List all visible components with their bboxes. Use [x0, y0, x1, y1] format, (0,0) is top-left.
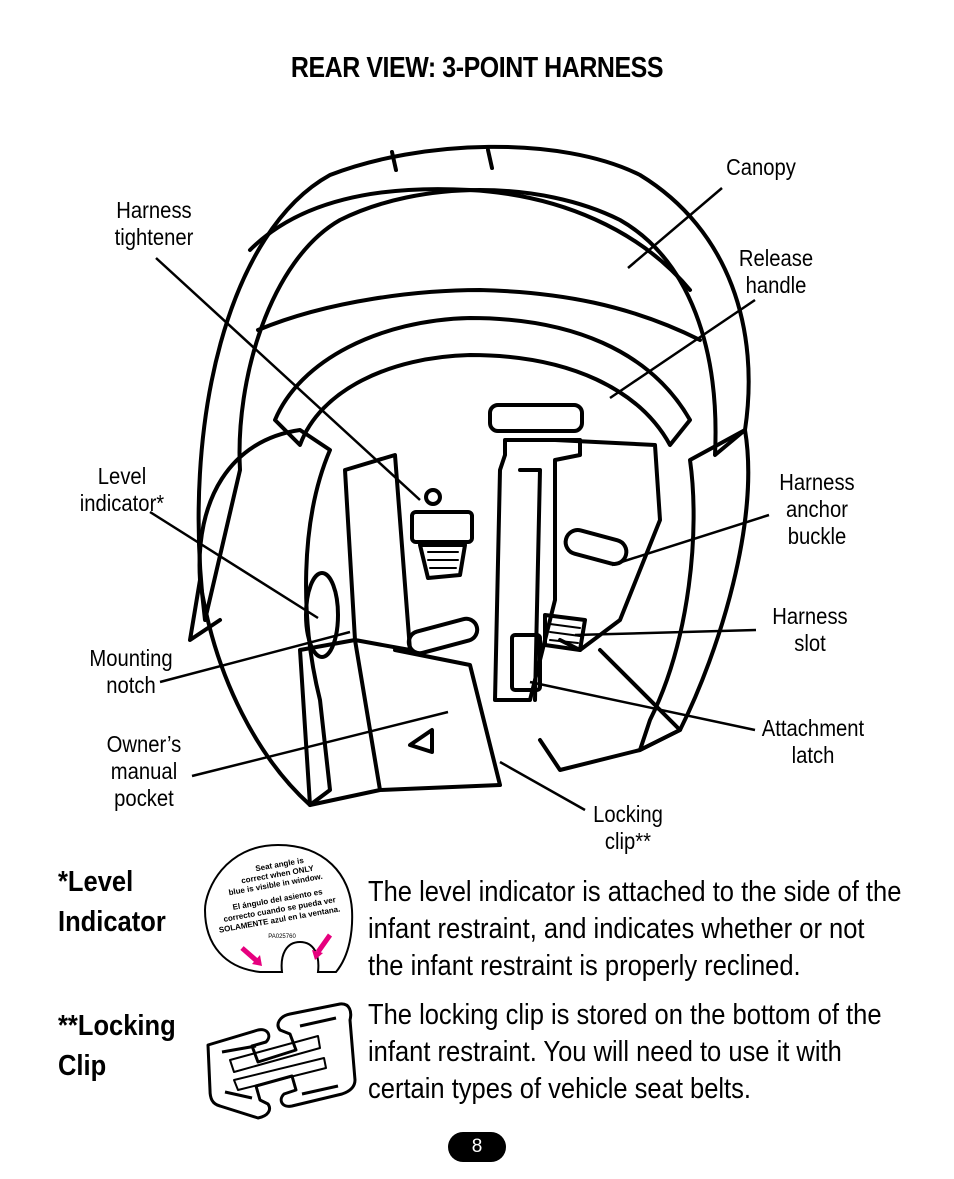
center-divider-shape	[493, 438, 582, 702]
level-indicator-sticker: Seat angle is correct when ONLY blue is …	[203, 843, 354, 973]
harness-slot-left-shape	[406, 616, 480, 656]
level-indicator-heading: *Level Indicator	[58, 866, 166, 938]
sticker-code: PA025760	[268, 934, 296, 940]
callout-harness-slot: Harness slot	[772, 603, 848, 656]
level-indicator-disc	[304, 571, 340, 659]
callout-level-indicator: Level indicator*	[79, 463, 165, 516]
callout-release-handle: Release handle	[738, 245, 814, 298]
callout-harness-anchor-buckle: Harness anchor buckle	[779, 469, 855, 549]
callout-mounting-notch: Mounting notch	[89, 645, 173, 698]
anchor-buckle-shape	[563, 528, 629, 566]
page-number: 8	[448, 1132, 506, 1162]
locking-clip-drawing	[206, 1002, 357, 1120]
canopy-shape	[196, 144, 751, 622]
callout-locking-clip: Locking clip**	[593, 801, 663, 854]
callout-harness-tightener: Harness tightener	[114, 197, 194, 250]
seat-shell-shape	[197, 428, 332, 807]
locking-clip-text: The locking clip is stored on the bottom…	[368, 999, 882, 1105]
locking-clip-heading: **Locking Clip	[58, 1010, 176, 1082]
callout-attachment-latch: Attachment latch	[761, 715, 865, 768]
release-handle-shape	[273, 316, 692, 447]
callout-canopy: Canopy	[726, 154, 796, 180]
callout-owners-manual-pocket: Owner’s manual pocket	[106, 731, 182, 811]
page-title: REAR VIEW: 3-POINT HARNESS	[290, 52, 664, 84]
level-indicator-text: The level indicator is attached to the s…	[368, 876, 902, 982]
